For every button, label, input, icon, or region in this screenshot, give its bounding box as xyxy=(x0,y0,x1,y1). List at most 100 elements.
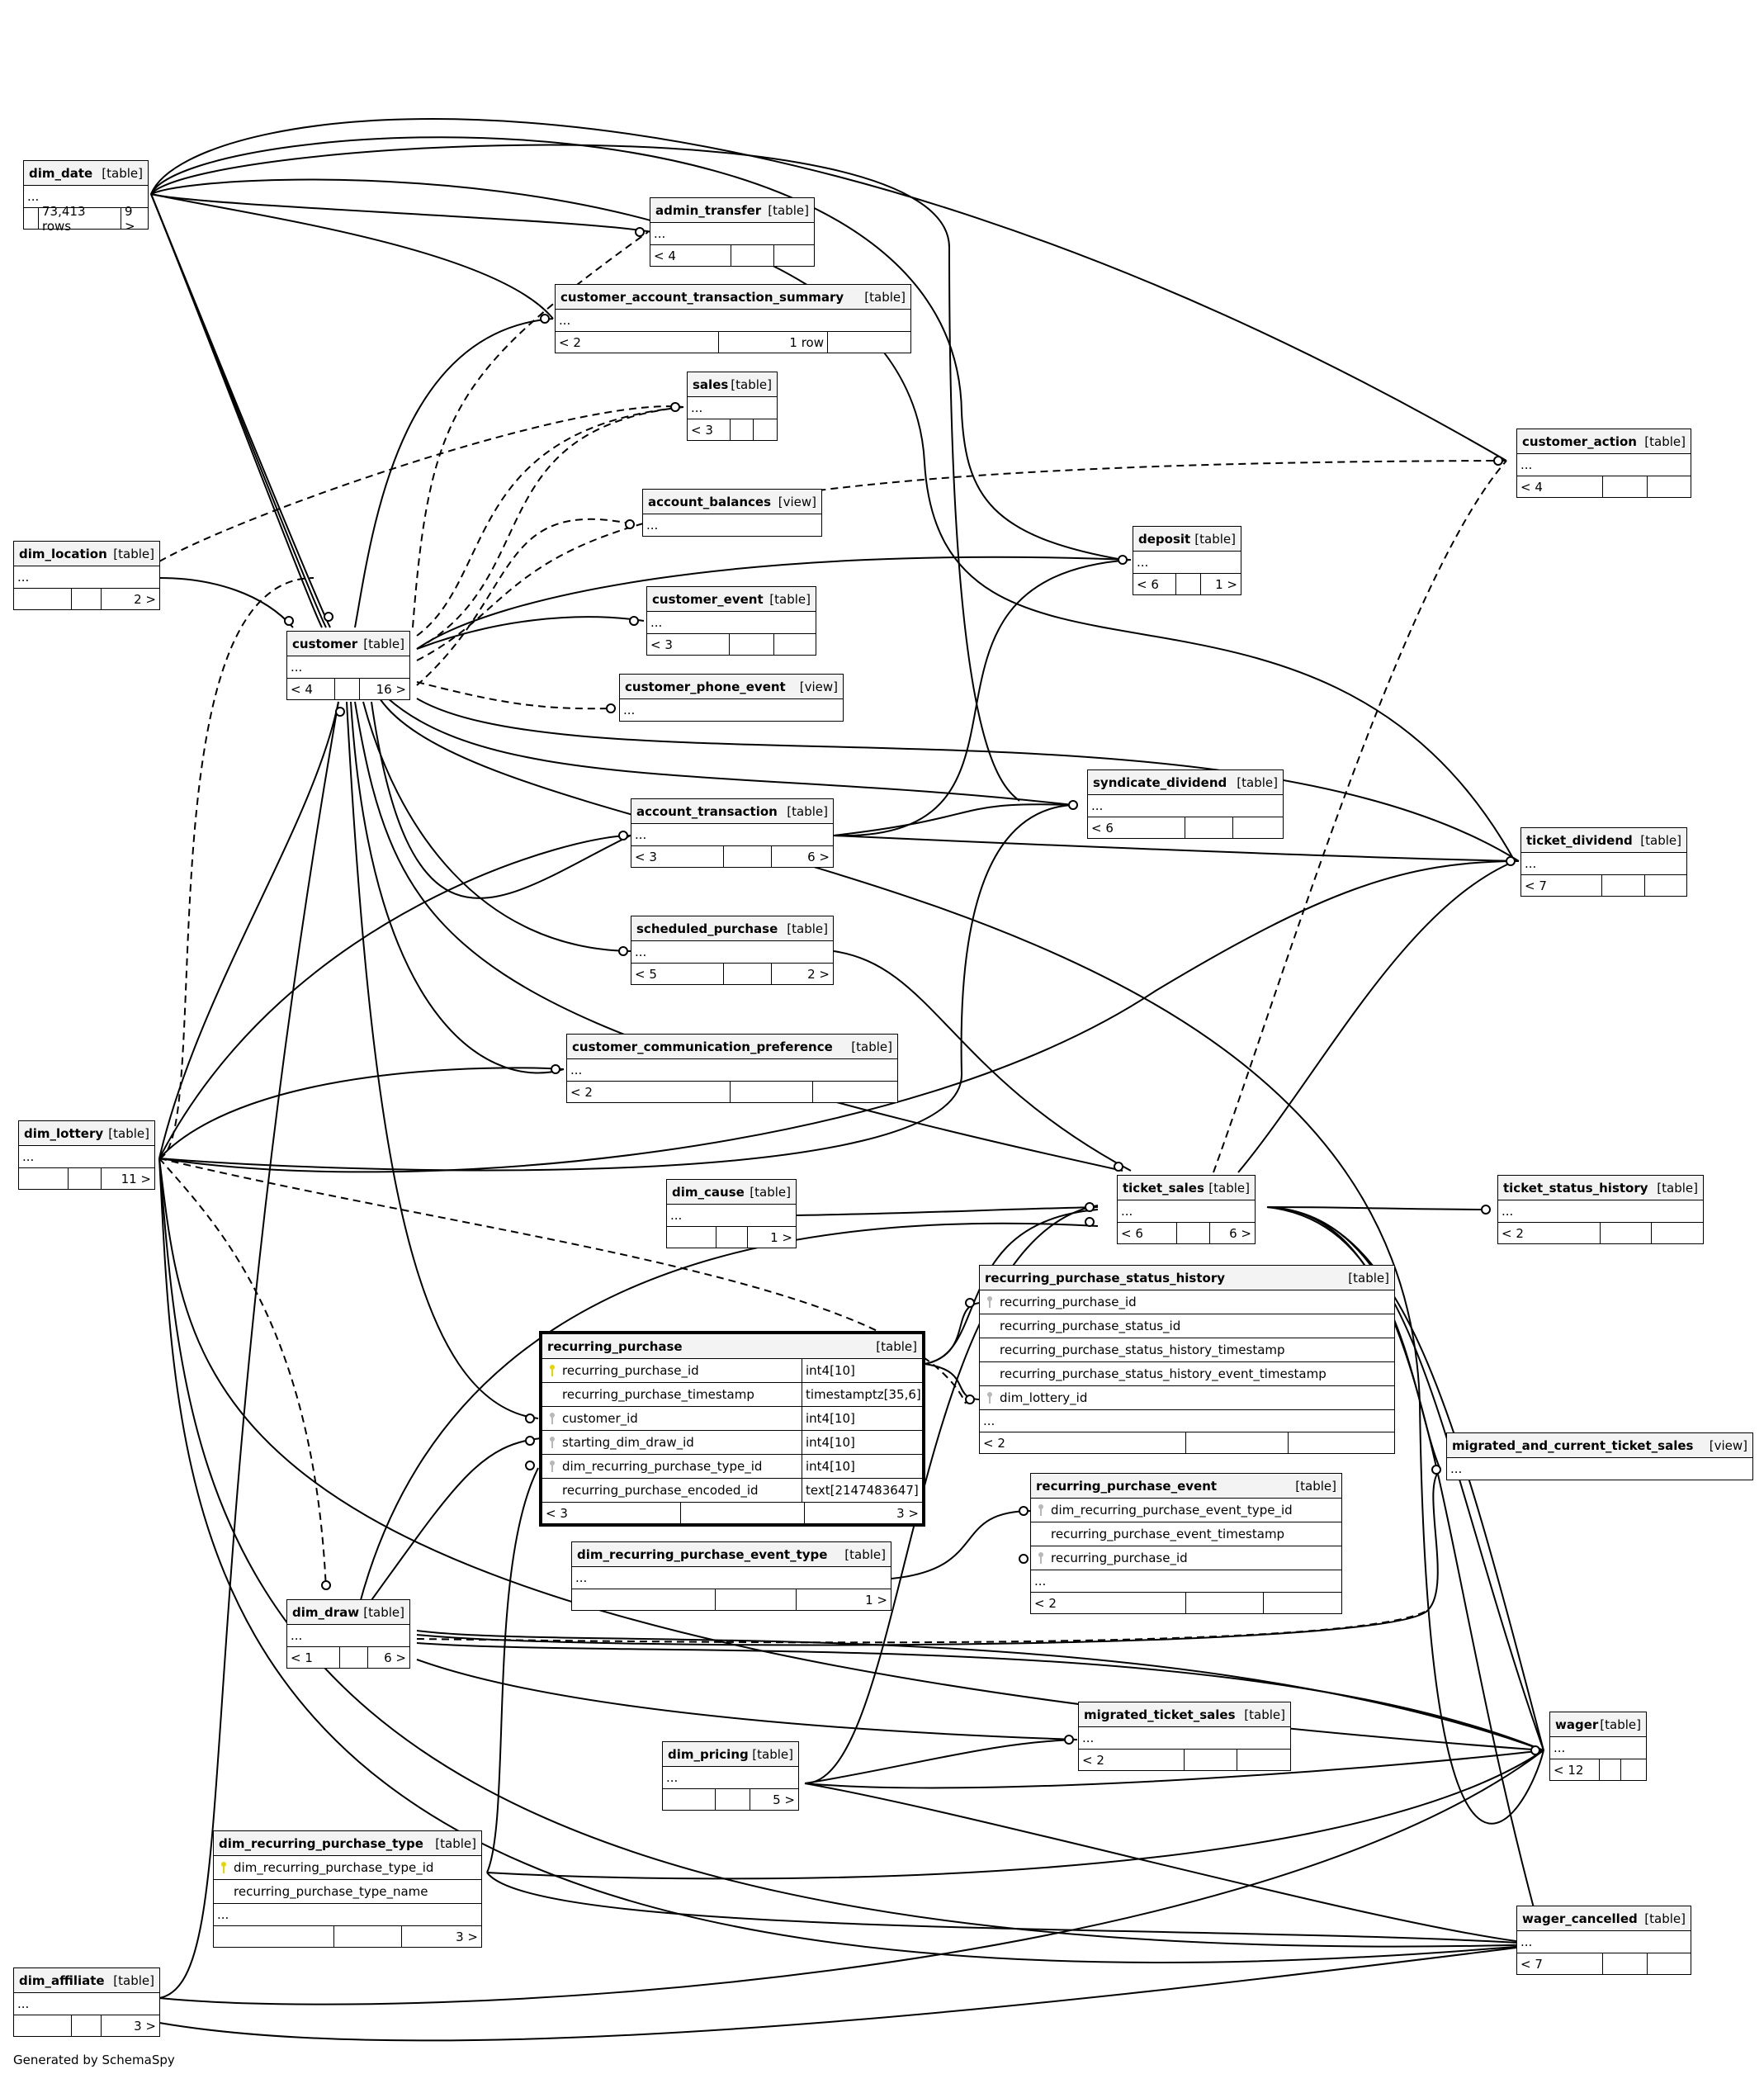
parents-count: < 2 xyxy=(1498,1223,1601,1243)
parents-count: < 2 xyxy=(1031,1593,1186,1613)
parents-count: < 7 xyxy=(1517,1953,1603,1974)
row-count xyxy=(716,1589,797,1610)
column-name: recurring_purchase_status_history_event_… xyxy=(1000,1366,1327,1381)
table-dim-recurring-purchase-type[interactable]: dim_recurring_purchase_type[table] dim_r… xyxy=(213,1830,482,1948)
table-account-balances[interactable]: account_balances[view] ... xyxy=(642,489,822,537)
table-dim-affiliate[interactable]: dim_affiliate[table] ... 3 > xyxy=(13,1967,160,2037)
table-customer-event[interactable]: customer_event[table] ... < 3 xyxy=(646,586,816,656)
children-count xyxy=(1264,1593,1341,1613)
table-kind: [table] xyxy=(1295,1478,1336,1494)
table-kind: [view] xyxy=(1709,1437,1747,1453)
children-count: 5 > xyxy=(773,1792,795,1807)
table-wager[interactable]: wager[table] ... < 12 xyxy=(1549,1712,1647,1781)
parents-count: < 6 xyxy=(1133,574,1176,594)
column-name: dim_lottery_id xyxy=(1000,1390,1088,1405)
table-name: customer_communication_preference xyxy=(572,1039,833,1054)
table-recurring-purchase[interactable]: recurring_purchase[table] recurring_purc… xyxy=(539,1331,925,1527)
children-count xyxy=(1621,1759,1646,1780)
table-name: deposit xyxy=(1138,531,1191,547)
children-count xyxy=(1648,476,1691,497)
table-wager-cancelled[interactable]: wager_cancelled[table] ... < 7 xyxy=(1516,1906,1691,1975)
table-header: customer_action[table] xyxy=(1517,429,1691,454)
row-count xyxy=(730,634,774,655)
column-type: int4[10] xyxy=(802,1359,922,1382)
ellipsis-row: ... xyxy=(287,1625,409,1647)
table-footer: 3 > xyxy=(14,2015,159,2036)
children-count xyxy=(774,245,814,266)
children-count xyxy=(1289,1432,1394,1453)
row-count xyxy=(731,419,754,440)
column-name: dim_recurring_purchase_event_type_id xyxy=(1051,1503,1293,1518)
table-name: dim_affiliate xyxy=(19,1972,105,1988)
table-header: scheduled_purchase[table] xyxy=(631,916,833,941)
table-admin-transfer[interactable]: admin_transfer[table] ... < 4 xyxy=(650,197,815,267)
column-type: int4[10] xyxy=(802,1455,922,1478)
table-customer-account-transaction-summary[interactable]: customer_account_transaction_summary[tab… xyxy=(555,284,911,353)
column-row: recurring_purchase_event_timestamp xyxy=(1031,1522,1341,1546)
table-dim-pricing[interactable]: dim_pricing[table] ... 5 > xyxy=(662,1741,799,1811)
table-kind: [table] xyxy=(113,1972,154,1988)
table-dim-cause[interactable]: dim_cause[table] ... 1 > xyxy=(666,1179,797,1248)
parents-count: < 4 xyxy=(650,245,731,266)
table-header: customer_event[table] xyxy=(647,587,816,612)
blank-icon xyxy=(985,1368,995,1380)
ellipsis-row: ... xyxy=(1450,1461,1463,1476)
table-customer-phone-event[interactable]: customer_phone_event[view] ... xyxy=(619,674,844,722)
table-kind: [view] xyxy=(778,494,816,509)
children-count: 16 > xyxy=(376,681,406,697)
ellipsis-row: ... xyxy=(1118,1200,1255,1223)
table-sales[interactable]: sales[table] ... < 3 xyxy=(687,372,778,441)
row-count xyxy=(724,846,772,867)
table-syndicate-dividend[interactable]: syndicate_dividend[table] ... < 6 xyxy=(1087,769,1284,839)
children-count xyxy=(813,1082,897,1102)
children-count: 11 > xyxy=(121,1171,151,1186)
children-count: 6 > xyxy=(1229,1225,1251,1241)
table-kind: [table] xyxy=(108,1125,149,1141)
table-ticket-dividend[interactable]: ticket_dividend[table] ... < 7 xyxy=(1520,827,1687,897)
ellipsis-row: ... xyxy=(688,397,777,419)
children-count xyxy=(1233,817,1283,838)
foreign-key-icon xyxy=(547,1413,557,1424)
table-recurring-purchase-event[interactable]: recurring_purchase_event[table] dim_recu… xyxy=(1030,1473,1342,1614)
table-migrated-and-current-ticket-sales[interactable]: migrated_and_current_ticket_sales[view] … xyxy=(1446,1432,1753,1480)
ellipsis-row: ... xyxy=(631,824,833,846)
table-footer: < 2 xyxy=(1031,1593,1341,1613)
table-name: migrated_ticket_sales xyxy=(1084,1707,1236,1722)
table-footer: < 2 xyxy=(1079,1750,1290,1770)
table-dim-recurring-purchase-event-type[interactable]: dim_recurring_purchase_event_type[table]… xyxy=(571,1541,891,1611)
table-dim-location[interactable]: dim_location[table] ... 2 > xyxy=(13,541,160,610)
table-footer: < 4 xyxy=(650,245,814,266)
table-kind: [table] xyxy=(1640,832,1681,848)
table-migrated-ticket-sales[interactable]: migrated_ticket_sales[table] ... < 2 xyxy=(1078,1702,1291,1771)
ellipsis-row: ... xyxy=(623,703,636,717)
table-name: customer xyxy=(292,636,358,651)
table-customer-action[interactable]: customer_action[table] ... < 4 xyxy=(1516,429,1691,498)
table-header: dim_cause[table] xyxy=(667,1180,796,1205)
table-ticket-status-history[interactable]: ticket_status_history[table] ... < 2 xyxy=(1497,1175,1704,1244)
ellipsis-row: ... xyxy=(24,186,148,208)
table-customer-communication-preference[interactable]: customer_communication_preference[table]… xyxy=(566,1034,898,1103)
blank-icon xyxy=(1036,1528,1046,1540)
column-row: recurring_purchase_status_history_timest… xyxy=(980,1338,1394,1362)
children-count: 1 > xyxy=(770,1229,792,1245)
generator-credit: Generated by SchemaSpy xyxy=(13,2053,175,2067)
column-row: dim_lottery_id xyxy=(980,1386,1394,1410)
column-name: customer_id xyxy=(562,1411,638,1426)
parents-count: < 3 xyxy=(647,634,730,655)
ellipsis-row: ... xyxy=(1031,1570,1341,1593)
table-recurring-purchase-status-history[interactable]: recurring_purchase_status_history[table]… xyxy=(979,1265,1395,1454)
table-dim-lottery[interactable]: dim_lottery[table] ... 11 > xyxy=(18,1120,155,1190)
column-name: recurring_purchase_id xyxy=(1000,1295,1137,1309)
parents-count xyxy=(572,1589,716,1610)
